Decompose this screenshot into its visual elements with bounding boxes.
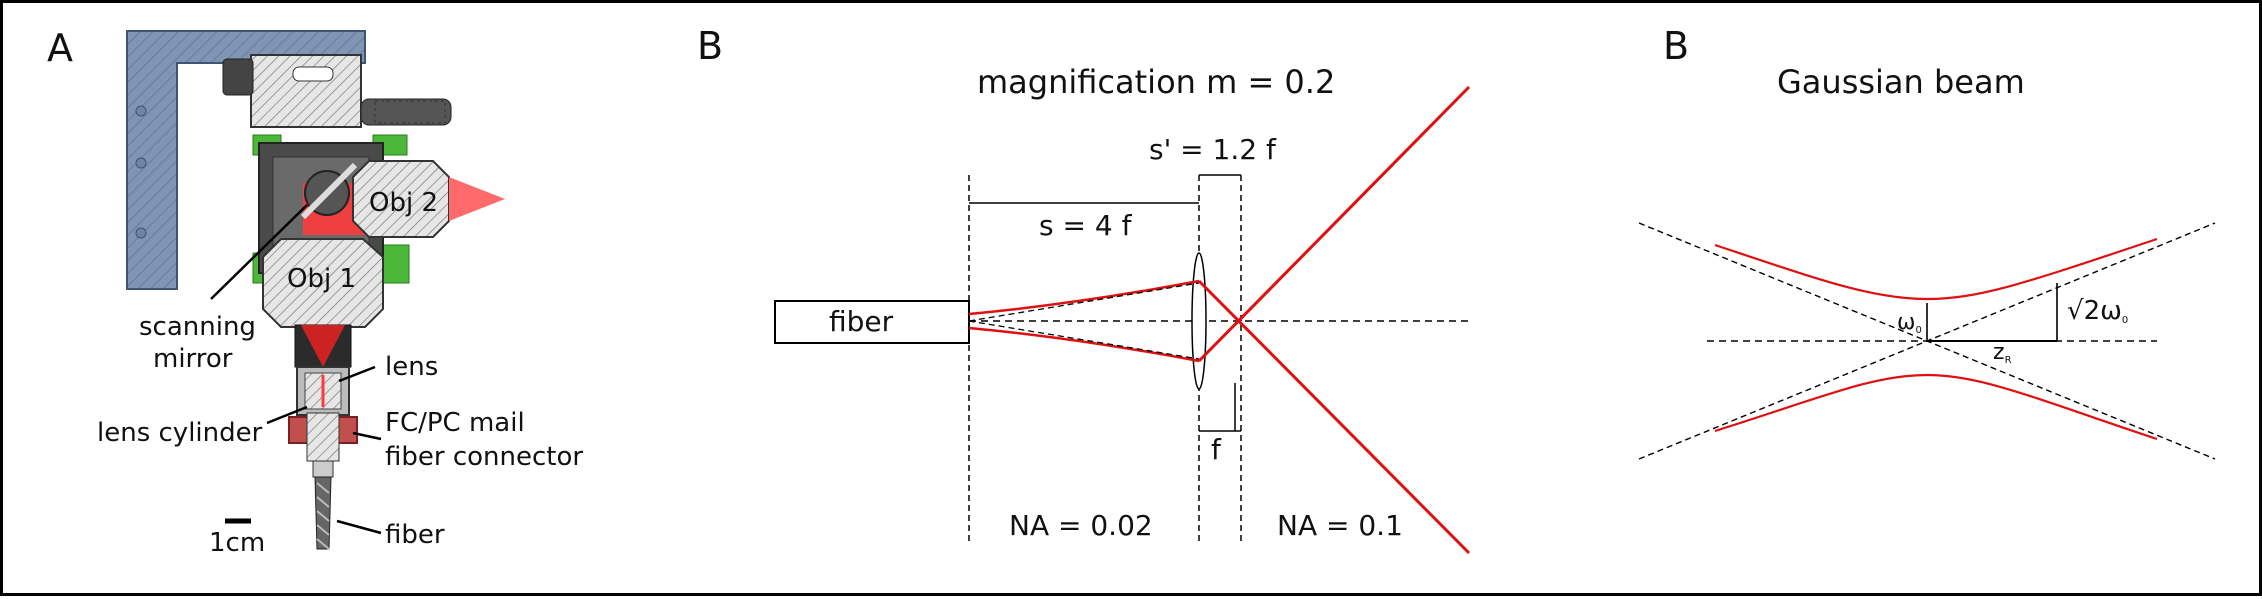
scale-label: 1cm <box>209 528 265 558</box>
fiber-label: fiber <box>385 520 445 550</box>
ray-lower-in <box>968 326 1200 363</box>
na-right-label: NA = 0.1 <box>1277 509 1403 542</box>
figure-svg: A Obj 2 <box>47 24 2216 558</box>
zr-label: zR <box>1993 340 2012 366</box>
obj1-label: Obj 1 <box>287 264 356 294</box>
top-mount <box>222 54 452 128</box>
thin-lens <box>1191 252 1207 390</box>
scanning-label: scanning <box>139 312 256 342</box>
panel-b: B magnification m = 0.2 fiber s = 4 f s'… <box>697 24 1471 555</box>
ray-lower-asymptote <box>968 320 1200 360</box>
fc-pc-label: FC/PC mail <box>385 408 525 438</box>
lens-label: lens <box>385 352 438 382</box>
output-beam-cone <box>449 177 505 221</box>
na-left-label: NA = 0.02 <box>1009 509 1153 542</box>
fiber-callout <box>336 519 382 535</box>
ray-upper-in <box>968 279 1200 316</box>
mirror-label: mirror <box>153 344 233 374</box>
fiber-box-label: fiber <box>829 305 894 338</box>
objective-2 <box>352 160 450 238</box>
connector-callout <box>352 431 382 441</box>
objective-1 <box>262 238 384 328</box>
mirror-callout <box>210 204 308 300</box>
lens-callout <box>338 365 376 383</box>
fiber-box <box>774 300 970 344</box>
s-label: s = 4 f <box>1039 209 1133 242</box>
f-label: f <box>1211 433 1222 466</box>
beam-envelope-bottom <box>1714 373 2158 441</box>
lens-cylinder-label: lens cylinder <box>97 418 263 448</box>
connector-barrel <box>306 412 340 462</box>
connector-ferrule <box>312 460 334 478</box>
fiber-braid <box>316 482 330 550</box>
s-prime-label: s' = 1.2 f <box>1149 133 1277 166</box>
fiber-connector-label: fiber connector <box>385 442 583 472</box>
ray-upper-out <box>1197 279 1471 555</box>
scanning-mirror <box>300 162 358 220</box>
panel-b-letter: B <box>697 24 723 68</box>
panel-c: B Gaussian beam ω0 zR √2ω0 <box>1638 24 2216 460</box>
magnification-title: magnification m = 0.2 <box>977 63 1335 101</box>
panel-a-letter: A <box>47 26 73 70</box>
beam-envelope-top <box>1714 237 2158 301</box>
sqrt2-w0-label: √2ω0 <box>2067 296 2128 326</box>
obj2-label: Obj 2 <box>369 188 438 218</box>
ray-lower-out <box>1197 85 1471 363</box>
panel-c-letter: B <box>1663 24 1689 68</box>
panel-a: A Obj 2 <box>47 26 583 558</box>
tube-beam-cone <box>301 325 345 367</box>
w0-label: ω0 <box>1897 310 1922 336</box>
ray-upper-asymptote <box>968 282 1200 322</box>
cylinder-callout <box>266 405 308 425</box>
gaussian-title: Gaussian beam <box>1777 63 2025 101</box>
